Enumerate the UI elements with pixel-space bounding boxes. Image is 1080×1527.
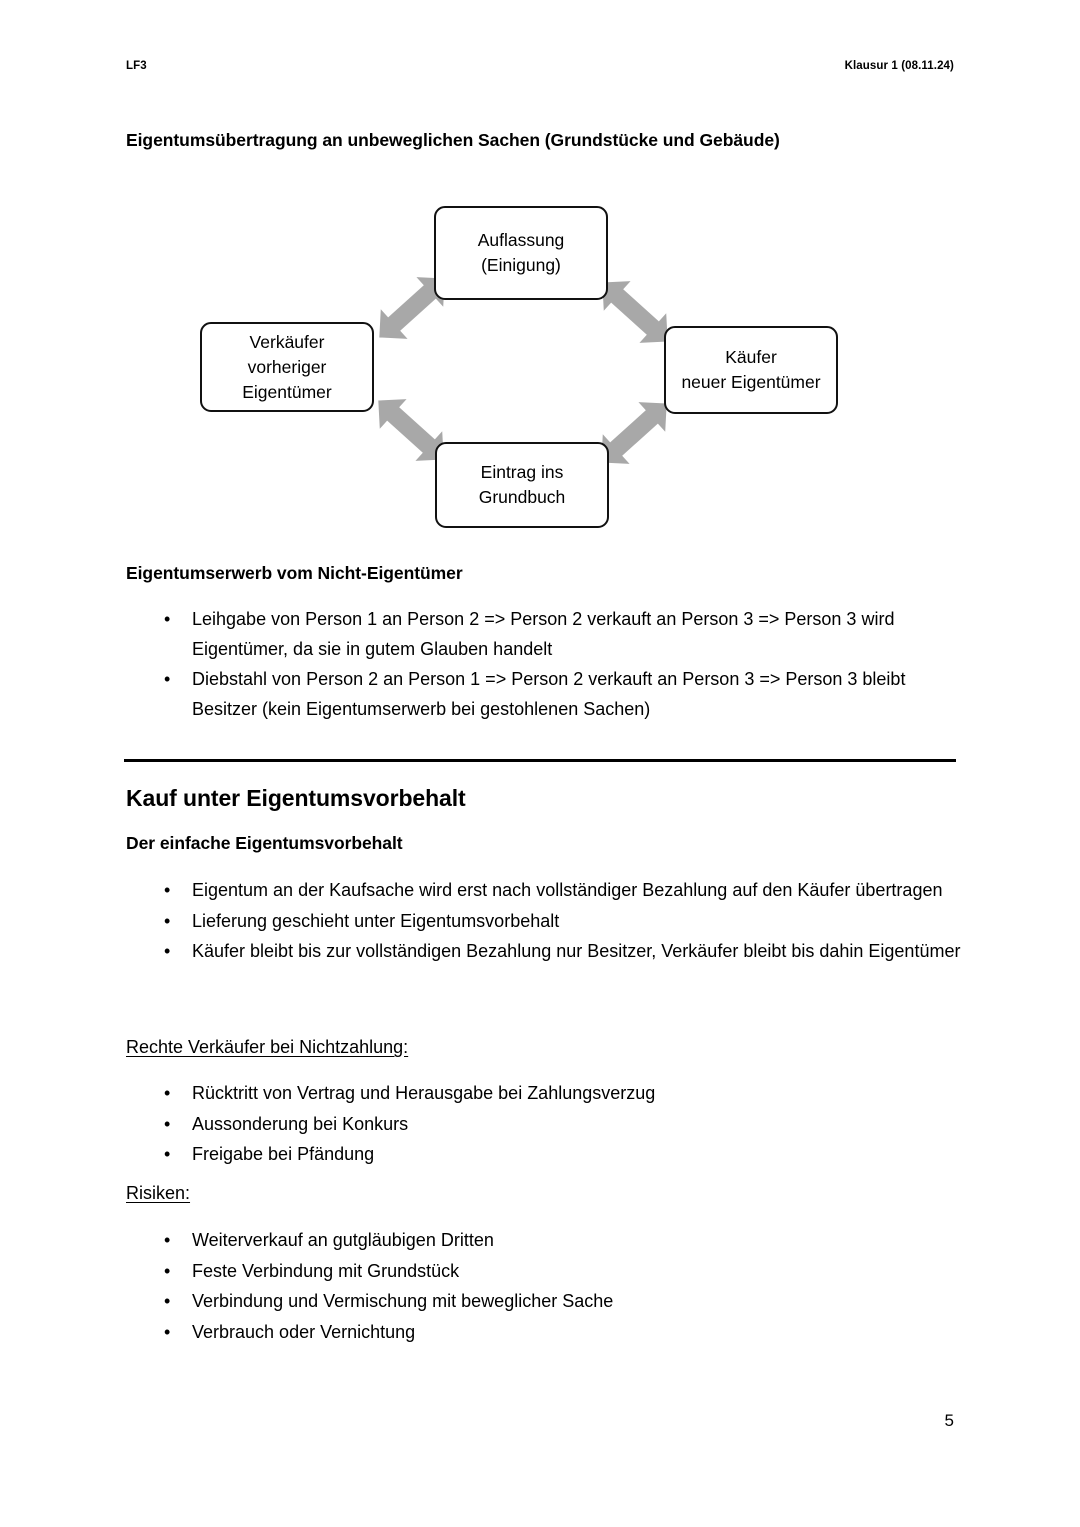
list-risiken: • Weiterverkauf an gutgläubigen Dritten • F… [126, 1226, 966, 1348]
list-item: • Feste Verbindung mit Grundstück [126, 1257, 966, 1287]
bullet-icon: • [164, 1260, 171, 1281]
bullet-icon: • [164, 1144, 171, 1164]
diagram-node-verkaeufer: Verkäufer vorheriger Eigentümer [200, 322, 374, 412]
bullet-icon: • [164, 1291, 171, 1311]
bullet-icon: • [164, 910, 171, 931]
list-item: • Verbrauch oder Vernichtung [126, 1318, 966, 1348]
list-item: • Eigentum an der Kaufsache wird erst nac… [126, 876, 966, 906]
list-item-text: Eigentum an der Kaufsache wird erst nach… [192, 880, 943, 900]
subheading-rechte-verkaeufer: Rechte Verkäufer bei Nichtzahlung: [126, 1037, 409, 1057]
list-item-text: Käufer bleibt bis zur vollständigen Beza… [192, 941, 961, 961]
heading-eigentumserwerb-nicht-eigentuemer: Eigentumserwerb vom Nicht-Eigentümer [126, 563, 463, 583]
list-item-text: Freigabe bei Pfändung [192, 1144, 375, 1164]
diagram-node-kaeufer: Käufer neuer Eigentümer [664, 326, 838, 414]
list-item-text: Verbrauch oder Vernichtung [192, 1321, 416, 1342]
page-number: 5 [944, 1411, 954, 1430]
title-kauf-unter-eigentumsvorbehalt: Kauf unter Eigentumsvorbehalt [126, 785, 466, 811]
list-item-text: Leihgabe von Person 1 an Person 2 => Per… [192, 609, 895, 659]
heading-der-einfache-eigentumsvorbehalt: Der einfache Eigentumsvorbehalt [126, 833, 403, 853]
list-item-text: Aussonderung bei Konkurs [192, 1113, 409, 1134]
header-exam-info: Klausur 1 (08.11.24) [844, 60, 954, 72]
list-item-text: Rücktritt von Vertrag und Herausgabe bei… [192, 1083, 656, 1103]
bullet-icon: • [164, 669, 171, 689]
diagram-node-auflassung: Auflassung (Einigung) [434, 206, 608, 300]
running-header: LF3 Klausur 1 (08.11.24) [126, 60, 954, 78]
list-item: • Rücktritt von Vertrag und Herausgabe be… [126, 1079, 966, 1109]
bullet-icon: • [164, 1321, 171, 1342]
list-item: • Verbindung und Vermischung mit beweglic… [126, 1287, 966, 1317]
heading-eigentumsuebertragung: Eigentumsübertragung an unbeweglichen Sa… [126, 130, 780, 150]
diagram-node-eintrag: Eintrag ins Grundbuch [435, 442, 609, 528]
list-item: • Käufer bleibt bis zur vollständigen Bez… [126, 937, 966, 967]
list-item-text: Lieferung geschieht unter Eigentumsvorbe… [192, 910, 560, 931]
bullet-icon: • [164, 609, 171, 629]
header-course-code: LF3 [126, 60, 147, 72]
bullet-icon: • [164, 1113, 171, 1134]
list-eigentumserwerb: • Leihgabe von Person 1 an Person 2 => Pe… [126, 605, 966, 725]
list-item: • Lieferung geschieht unter Eigentumsvorb… [126, 907, 966, 937]
bullet-icon: • [164, 1230, 171, 1250]
list-item-text: Verbindung und Vermischung mit beweglich… [192, 1291, 614, 1311]
list-item-text: Weiterverkauf an gutgläubigen Dritten [192, 1230, 494, 1250]
bullet-icon: • [164, 1083, 171, 1103]
list-einfacher-eigentumsvorbehalt: • Eigentum an der Kaufsache wird erst nac… [126, 876, 966, 968]
section-divider [124, 759, 956, 762]
list-item: • Freigabe bei Pfändung [126, 1140, 966, 1170]
list-item: • Aussonderung bei Konkurs [126, 1110, 966, 1140]
list-item: • Leihgabe von Person 1 an Person 2 => Pe… [126, 605, 966, 664]
list-item: • Diebstahl von Person 2 an Person 1 => P… [126, 665, 966, 724]
list-item-text: Feste Verbindung mit Grundstück [192, 1260, 460, 1281]
list-rechte-verkaeufer: • Rücktritt von Vertrag und Herausgabe be… [126, 1079, 966, 1171]
subheading-risiken: Risiken: [126, 1183, 191, 1203]
bullet-icon: • [164, 880, 171, 900]
bullet-icon: • [164, 941, 171, 961]
list-item-text: Diebstahl von Person 2 an Person 1 => Pe… [192, 669, 906, 719]
list-item: • Weiterverkauf an gutgläubigen Dritten [126, 1226, 966, 1256]
